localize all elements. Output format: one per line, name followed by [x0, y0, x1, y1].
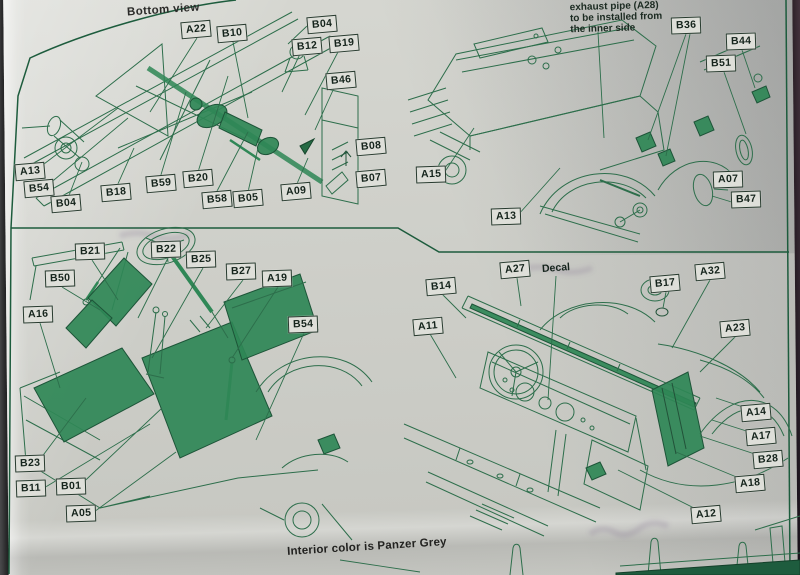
page-frame	[9, 0, 790, 574]
exhaust-pipe-note: exhaust pipe (A28) to be installed from …	[570, 0, 663, 35]
part-label-a17: A17	[745, 426, 778, 447]
part-label-a32: A32	[694, 261, 727, 282]
body-rear-view-art	[408, 20, 770, 242]
windshield-dash-view-art	[340, 276, 792, 572]
next-figure-partial-art	[510, 516, 800, 575]
part-label-a09: A09	[280, 181, 313, 202]
leader-lines	[438, 32, 755, 224]
part-label-b22: B22	[150, 240, 182, 259]
part-label-b51: B51	[705, 54, 737, 73]
part-label-b59: B59	[145, 173, 178, 194]
part-label-a11: A11	[412, 316, 444, 337]
part-label-a07: A07	[712, 170, 744, 189]
part-label-b44: B44	[725, 32, 757, 51]
part-label-b01: B01	[55, 477, 87, 496]
part-label-b19: B19	[328, 33, 361, 54]
part-label-b54: B54	[287, 315, 319, 334]
part-label-b12: B12	[291, 36, 324, 57]
part-label-a23: A23	[719, 318, 752, 339]
part-label-a27: A27	[499, 259, 532, 280]
part-label-b50: B50	[44, 269, 76, 288]
part-label-b17: B17	[649, 273, 682, 294]
part-label-a13: A13	[490, 207, 522, 226]
part-label-a13: A13	[14, 161, 47, 182]
part-label-b04: B04	[306, 14, 339, 35]
part-label-b23: B23	[14, 454, 46, 473]
part-label-b36: B36	[670, 16, 702, 35]
leader-lines	[40, 26, 338, 198]
part-label-b11: B11	[15, 479, 47, 498]
bleed-through-marks	[120, 233, 668, 535]
part-label-a12: A12	[690, 504, 723, 525]
part-label-a22: A22	[180, 19, 213, 40]
part-label-a05: A05	[65, 504, 97, 523]
leader-lines	[32, 258, 304, 520]
part-label-b05: B05	[232, 188, 265, 209]
part-label-b47: B47	[730, 190, 762, 209]
part-label-b08: B08	[355, 136, 388, 157]
decal-callout: Decal	[541, 261, 571, 275]
part-label-b58: B58	[201, 189, 234, 210]
part-label-b07: B07	[355, 168, 388, 189]
part-label-a15: A15	[415, 165, 447, 184]
part-label-b28: B28	[752, 449, 785, 470]
part-label-b18: B18	[100, 182, 133, 203]
part-label-b25: B25	[185, 250, 217, 269]
part-label-b14: B14	[425, 276, 458, 297]
part-label-b46: B46	[325, 70, 358, 91]
leader-lines	[340, 276, 770, 572]
part-label-b04: B04	[50, 193, 83, 214]
part-label-a18: A18	[734, 473, 767, 494]
part-label-a16: A16	[22, 305, 54, 324]
part-label-b27: B27	[225, 262, 257, 281]
part-label-b21: B21	[74, 242, 106, 261]
part-label-b20: B20	[182, 168, 215, 189]
chassis-bottom-view-art	[22, 12, 358, 206]
part-label-a14: A14	[740, 402, 773, 423]
part-label-a19: A19	[261, 269, 293, 288]
part-label-b10: B10	[216, 23, 249, 44]
